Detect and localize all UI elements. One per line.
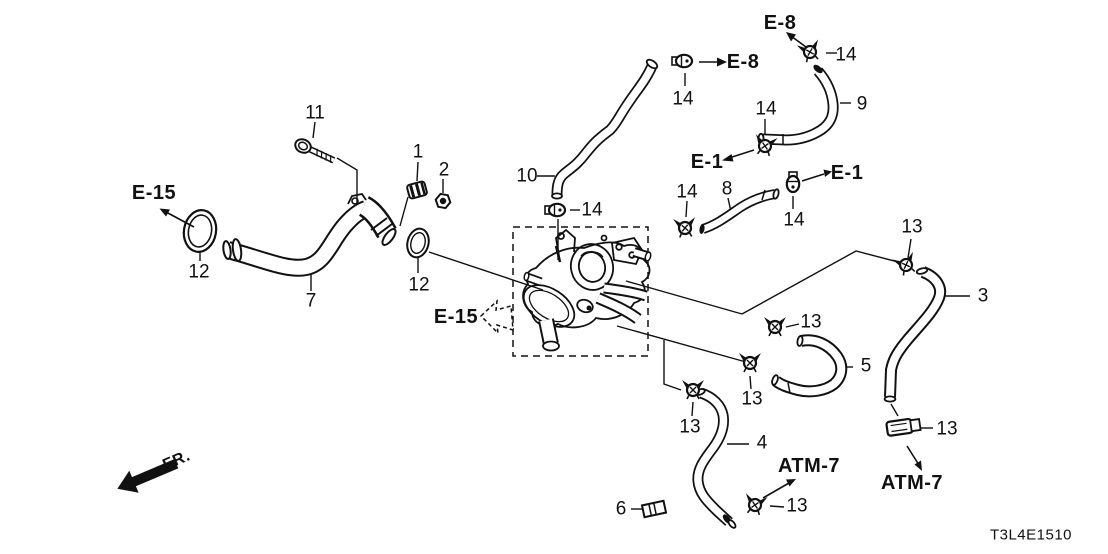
callout-part-14-hose9-top: 14 [835, 44, 857, 66]
callout-ref-e15-center: E-15 [433, 306, 479, 328]
hose-5 [771, 334, 848, 398]
thermostat-housing-assembly [479, 226, 652, 357]
callout-ref-e1-right: E-1 [830, 162, 864, 184]
hose-8 [699, 188, 780, 234]
hose-4 [692, 387, 737, 529]
plug-6 [640, 499, 668, 519]
callout-ref-atm7-mid: ATM-7 [777, 455, 841, 477]
callout-part-9: 9 [856, 93, 868, 115]
callout-part-13-hose5-left: 13 [741, 388, 763, 410]
worm-clamp-icon [885, 416, 922, 438]
callout-part-13-hose5-top: 13 [800, 311, 822, 333]
callout-part-13-hose4-top: 13 [679, 416, 701, 438]
callout-part-10: 10 [516, 165, 538, 187]
hose-7 [222, 192, 397, 277]
fr-direction-arrow-icon [117, 459, 179, 493]
callout-part-6: 6 [615, 498, 627, 520]
callout-part-7: 7 [305, 290, 317, 312]
callout-part-3: 3 [977, 285, 989, 307]
hose-10 [551, 58, 659, 200]
diagram-code: T3L4E1510 [989, 526, 1073, 544]
spring-clamp-icon [891, 250, 921, 279]
callout-part-12-left: 12 [188, 261, 210, 283]
callout-ref-e8-top: E-8 [763, 12, 797, 34]
grommet-1 [406, 180, 428, 200]
callout-ref-e15-left: E-15 [131, 182, 177, 204]
leader-lines [199, 52, 970, 510]
nut-2 [434, 192, 452, 210]
callout-ref-e8-mid: E-8 [726, 51, 760, 73]
callout-part-1: 1 [412, 141, 424, 163]
band-clamp-icon [543, 202, 567, 218]
callout-part-11: 11 [305, 102, 325, 124]
hose-3 [883, 266, 947, 403]
callout-part-5: 5 [860, 355, 872, 377]
spring-clamp-icon [737, 351, 763, 374]
callout-part-2: 2 [438, 159, 450, 181]
callout-part-14-hose10-bottom: 14 [581, 199, 603, 221]
hose-9 [757, 64, 839, 146]
callout-part-8: 8 [721, 178, 733, 200]
callout-ref-atm7-right: ATM-7 [880, 472, 944, 494]
spring-clamp-icon [672, 215, 698, 240]
o-ring-12-left [182, 209, 218, 253]
callout-part-14-hose8-left: 14 [676, 181, 698, 203]
o-ring-12-right [406, 227, 430, 259]
band-clamp-icon [785, 170, 801, 194]
callout-part-4: 4 [756, 432, 768, 454]
e15-hollow-arrow-icon [479, 299, 514, 336]
band-clamp-icon [670, 53, 694, 69]
spring-clamp-icon [762, 315, 788, 338]
callout-part-13-hose3-top: 13 [901, 216, 923, 238]
callout-part-13-hose4-bottom: 13 [786, 495, 808, 517]
callout-part-14-hose10-top: 14 [672, 88, 694, 110]
callout-part-12-right: 12 [408, 274, 430, 296]
callout-ref-e1-left: E-1 [690, 151, 724, 173]
callout-part-13-hose3-bottom: 13 [936, 418, 958, 440]
callout-part-14-hose8-right: 14 [783, 209, 805, 231]
bolt-11 [294, 138, 336, 164]
callout-part-14-hose9-end: 14 [755, 98, 777, 120]
